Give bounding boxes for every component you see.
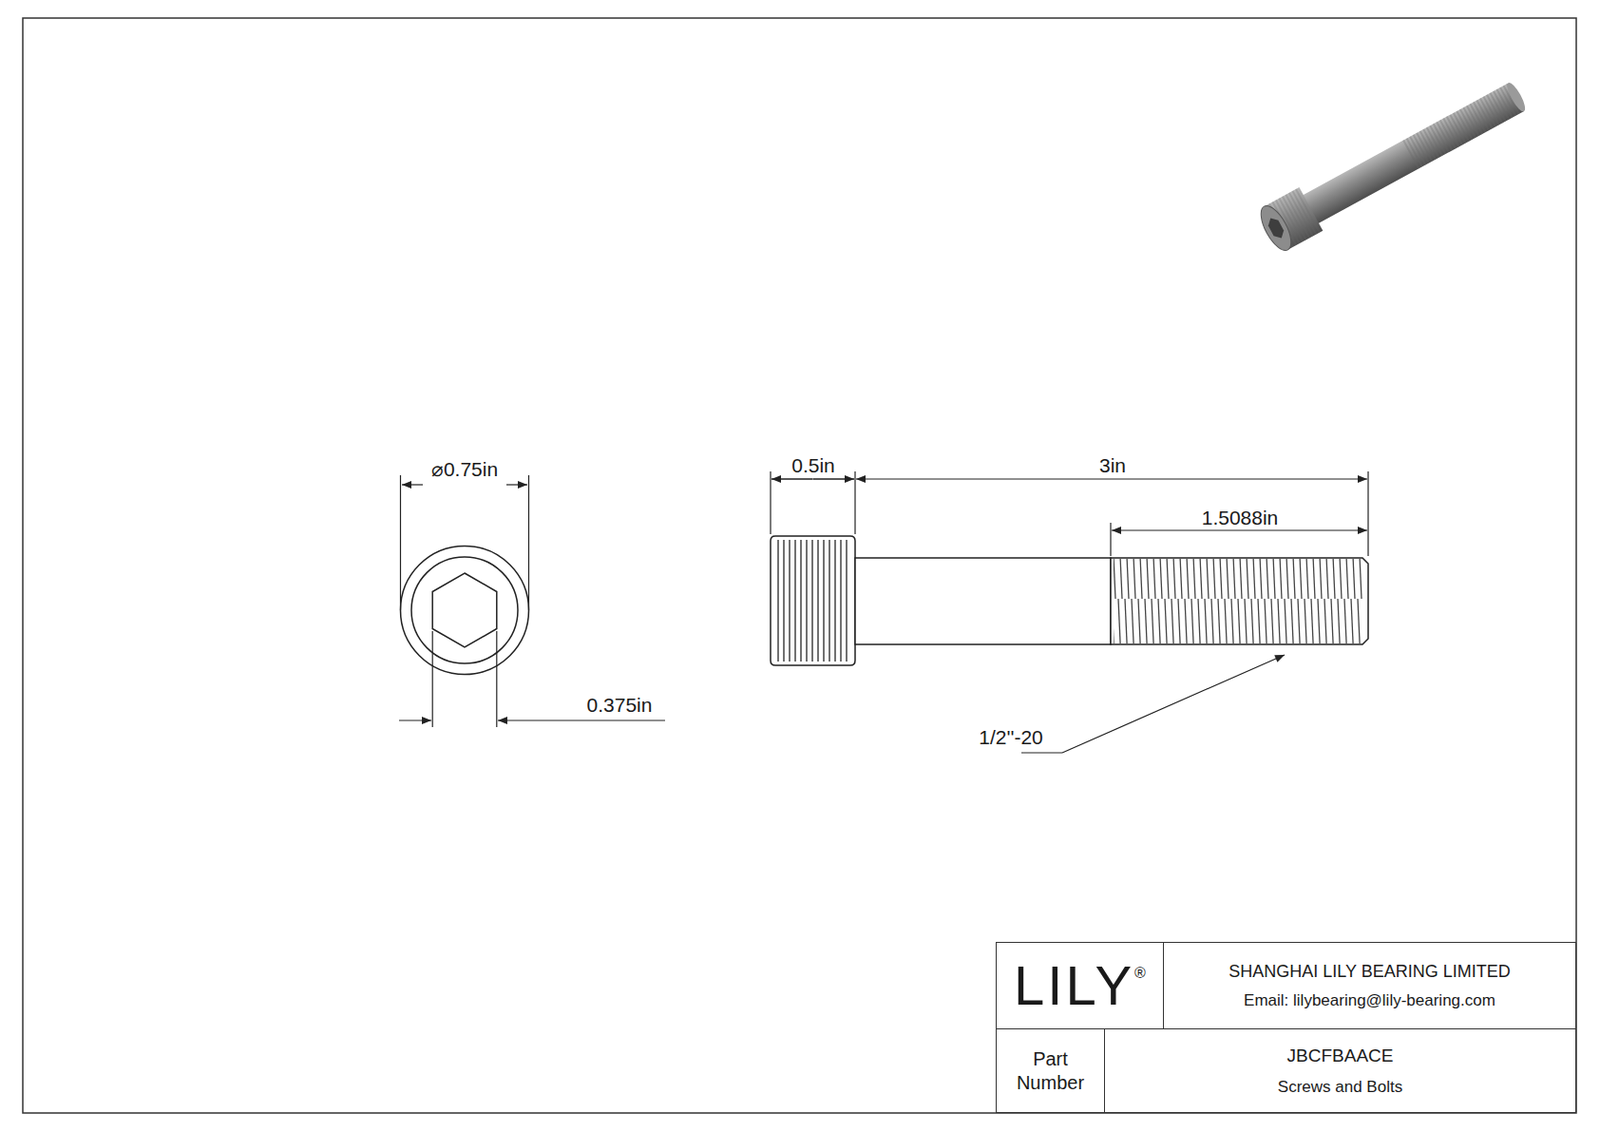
dimension-text: 0.5in (789, 454, 838, 477)
company-cell: SHANGHAI LILY BEARING LIMITED Email: lily… (1162, 941, 1577, 1029)
dimension-text: 1.5088in (1200, 506, 1281, 529)
sheet-frame (22, 18, 1577, 1113)
cell-text: JBCFBAACE (1287, 1044, 1394, 1067)
part-label-cell: Part Number (995, 1028, 1105, 1113)
dimension-text: 3in (1097, 454, 1128, 477)
cell-text: LILY (1013, 957, 1135, 1013)
diameter-dimension: ⌀0.75in (429, 457, 500, 480)
dimension-text: 0.375in (585, 693, 655, 716)
cell-text: SHANGHAI LILY BEARING LIMITED (1228, 960, 1510, 983)
thread-callout: 1/2''-20 (976, 725, 1046, 748)
end-view (400, 546, 530, 675)
side-view (770, 535, 1369, 666)
dimension-lines (399, 471, 1369, 753)
part-number-cell: JBCFBAACE Screws and Bolts (1104, 1028, 1577, 1113)
cell-text: ® (1134, 963, 1146, 983)
cell-text: Part Number (1012, 1047, 1089, 1095)
cell-text: Screws and Bolts (1277, 1076, 1403, 1097)
logo-cell: LILY® (995, 941, 1164, 1029)
cell-text: Email: lilybearing@lily-bearing.com (1243, 990, 1496, 1010)
iso-view (1255, 73, 1533, 255)
